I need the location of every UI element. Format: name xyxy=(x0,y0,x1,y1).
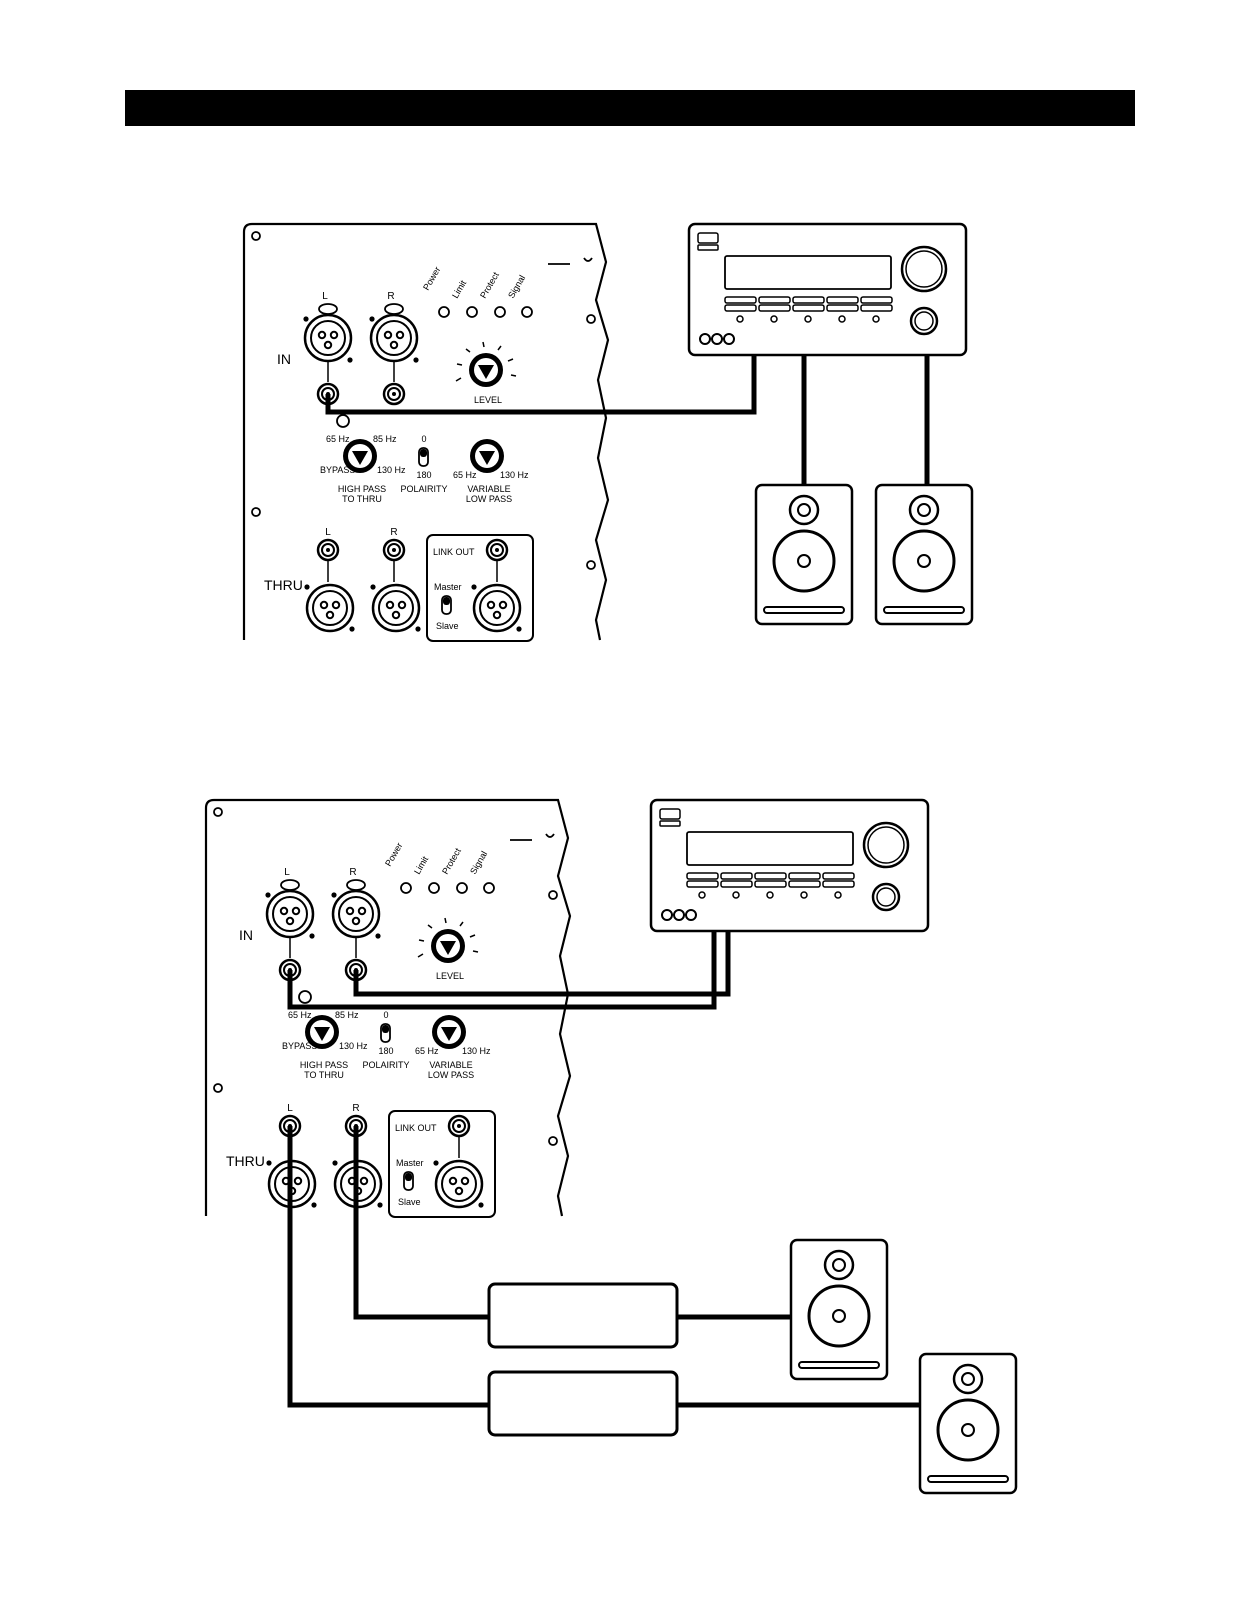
thru-left-label: L xyxy=(325,527,331,538)
top-av-receiver-icon xyxy=(687,222,968,357)
thru-right-rca-icon[interactable] xyxy=(382,538,406,562)
in-right-xlr-icon-bottom[interactable] xyxy=(331,889,381,939)
lp-freq-high-label-bottom: 130 Hz xyxy=(462,1046,491,1056)
in-left-label: L xyxy=(322,291,328,302)
bottom-output-cables xyxy=(287,1126,920,1408)
link-out-label: LINK OUT xyxy=(433,547,475,557)
in-left-label-bottom: L xyxy=(284,867,290,878)
lp-title-2: LOW PASS xyxy=(466,494,512,504)
link-out-rca-icon-bottom[interactable] xyxy=(447,1114,471,1138)
slave-label: Slave xyxy=(436,621,459,631)
hp-freq-low-label-bottom: 65 Hz xyxy=(288,1010,312,1020)
thru-label: THRU xyxy=(264,577,303,593)
hp-title-1: HIGH PASS xyxy=(338,484,386,494)
led-protect-label: Protect xyxy=(478,270,501,300)
thru-right-xlr-icon[interactable] xyxy=(371,583,421,633)
thru-right-label: R xyxy=(390,527,397,538)
led-signal-icon xyxy=(521,306,533,318)
in-label: IN xyxy=(277,351,291,367)
level-knob-icon-bottom[interactable] xyxy=(431,929,465,963)
top-cables xyxy=(325,356,930,485)
hp-bypass-label-bottom: BYPASS xyxy=(282,1041,317,1051)
hp-title-2: TO THRU xyxy=(342,494,382,504)
hp-freq-high-label-bottom: 85 Hz xyxy=(335,1010,359,1020)
low-pass-knob-icon[interactable] xyxy=(470,439,504,473)
in-right-label-bottom: R xyxy=(349,867,356,878)
lp-freq-high-label: 130 Hz xyxy=(500,470,529,480)
pol-0-label: 0 xyxy=(421,434,426,444)
in-right-rca-icon[interactable] xyxy=(382,382,406,406)
link-out-xlr-icon[interactable] xyxy=(472,583,522,633)
bottom-left-speaker-icon xyxy=(918,1352,1018,1495)
lp-freq-low-label-bottom: 65 Hz xyxy=(415,1046,439,1056)
sub-panel-outline xyxy=(242,222,610,641)
led-power-label: Power xyxy=(421,265,442,292)
hp-title-2-bottom: TO THRU xyxy=(304,1070,344,1080)
level-knob-icon[interactable] xyxy=(469,353,503,387)
led-limit-icon xyxy=(466,306,478,318)
bottom-av-receiver-icon xyxy=(649,798,930,933)
led-protect-label-bottom: Protect xyxy=(440,846,463,876)
led-limit-label-bottom: Limit xyxy=(412,854,430,876)
thru-left-rca-icon[interactable] xyxy=(316,538,340,562)
in-left-xlr-icon-bottom[interactable] xyxy=(265,889,315,939)
led-protect-icon-bottom xyxy=(456,882,468,894)
lp-freq-low-label: 65 Hz xyxy=(453,470,477,480)
bottom-external xyxy=(287,931,1018,1495)
hp-freq-max-label-bottom: 130 Hz xyxy=(339,1041,368,1051)
sub-panel-outline-bottom xyxy=(204,798,572,1217)
master-label-bottom: Master xyxy=(396,1158,424,1168)
led-power-icon xyxy=(438,306,450,318)
led-signal-label-bottom: Signal xyxy=(468,849,489,876)
header-bar xyxy=(125,90,1135,126)
amplifier-box-icon-2 xyxy=(487,1370,679,1437)
in-left-xlr-icon[interactable] xyxy=(303,313,353,363)
in-right-xlr-icon[interactable] xyxy=(369,313,419,363)
in-right-label: R xyxy=(387,291,394,302)
led-signal-label: Signal xyxy=(506,273,527,300)
slave-label-bottom: Slave xyxy=(398,1197,421,1207)
lp-title-2-bottom: LOW PASS xyxy=(428,1070,474,1080)
hp-freq-high-label: 85 Hz xyxy=(373,434,397,444)
in-label-bottom: IN xyxy=(239,927,253,943)
pol-0-label-bottom: 0 xyxy=(383,1010,388,1020)
hp-title-1-bottom: HIGH PASS xyxy=(300,1060,348,1070)
bottom-input-cables xyxy=(287,931,731,1010)
thru-left-label-bottom: L xyxy=(287,1103,293,1114)
led-power-label-bottom: Power xyxy=(383,841,404,868)
pol-180-label-bottom: 180 xyxy=(378,1046,393,1056)
led-signal-icon-bottom xyxy=(483,882,495,894)
top-right-speaker-icon xyxy=(874,483,974,626)
thru-label-bottom: THRU xyxy=(226,1153,265,1169)
hp-freq-max-label: 130 Hz xyxy=(377,465,406,475)
amplifier-box-icon-1 xyxy=(487,1282,679,1349)
bottom-right-speaker-icon xyxy=(789,1238,889,1381)
lp-title-1: VARIABLE xyxy=(467,484,510,494)
pol-title-bottom: POLAIRITY xyxy=(362,1060,409,1070)
top-diagram: IN L R Power Limit Protect Signal LEVEL xyxy=(242,222,974,642)
low-pass-knob-icon-bottom[interactable] xyxy=(432,1015,466,1049)
pol-180-label: 180 xyxy=(416,470,431,480)
master-label: Master xyxy=(434,582,462,592)
level-label: LEVEL xyxy=(474,395,502,405)
link-out-xlr-icon-bottom[interactable] xyxy=(434,1159,484,1209)
lp-title-1-bottom: VARIABLE xyxy=(429,1060,472,1070)
led-power-icon-bottom xyxy=(400,882,412,894)
top-left-speaker-icon xyxy=(754,483,854,626)
link-out-label-bottom: LINK OUT xyxy=(395,1123,437,1133)
thru-right-label-bottom: R xyxy=(352,1103,359,1114)
hp-freq-low-label: 65 Hz xyxy=(326,434,350,444)
led-protect-icon xyxy=(494,306,506,318)
hp-bypass-label: BYPASS xyxy=(320,465,355,475)
led-limit-icon-bottom xyxy=(428,882,440,894)
level-label-bottom: LEVEL xyxy=(436,971,464,981)
pol-title: POLAIRITY xyxy=(400,484,447,494)
link-out-rca-icon[interactable] xyxy=(485,538,509,562)
led-limit-label: Limit xyxy=(450,278,468,300)
thru-left-xlr-icon[interactable] xyxy=(305,583,355,633)
